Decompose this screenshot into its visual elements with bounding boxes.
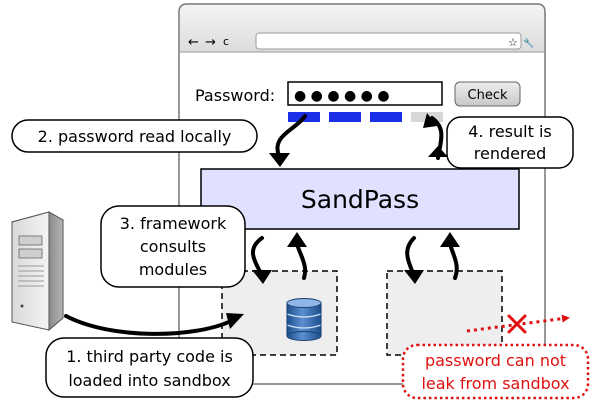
reload-icon[interactable]: c <box>223 35 229 48</box>
check-button-label: Check <box>468 88 508 103</box>
password-mask: ● ● ● ● ● ● <box>294 88 390 104</box>
sandbox-right <box>386 270 503 356</box>
leak-blocked-cross-icon <box>507 314 527 334</box>
blocked-leak-arrow <box>466 314 570 334</box>
password-label: Password: <box>195 86 275 105</box>
arrow-server-to-sandbox <box>64 314 233 336</box>
callout-result-rendered-line2: rendered <box>474 144 546 163</box>
address-bar[interactable] <box>255 32 522 50</box>
strength-segment-filled <box>329 112 361 122</box>
callout-result-rendered-line1: 4. result is <box>468 122 551 141</box>
callout-result-rendered: 4. result is rendered <box>446 116 574 169</box>
sandpass-framework-box <box>200 168 520 230</box>
wrench-icon[interactable]: 🔧 <box>523 37 534 49</box>
callout-password-read: 2. password read locally <box>11 119 258 153</box>
callout-framework-consults: 3. framework consults modules <box>100 205 246 288</box>
password-input[interactable] <box>287 81 443 106</box>
callout-third-party-line1: 1. third party code is <box>66 347 233 366</box>
callout-framework-consults-line1: 3. framework <box>120 214 227 233</box>
callout-third-party: 1. third party code is loaded into sandb… <box>45 337 254 398</box>
callout-third-party-line2: loaded into sandbox <box>68 371 230 390</box>
sandpass-title: SandPass <box>301 185 419 214</box>
arrow-password-to-framework <box>275 114 307 158</box>
flow-arrowheads <box>226 113 460 329</box>
bookmark-star-icon[interactable]: ☆ <box>508 36 518 49</box>
nav-forward-icon[interactable]: → <box>205 35 216 50</box>
server-icon <box>10 211 65 332</box>
callout-cannot-leak-line1: password can not <box>425 351 566 370</box>
callout-cannot-leak-line2: leak from sandbox <box>421 374 569 393</box>
strength-segment-filled <box>370 112 402 122</box>
callout-framework-consults-line3: modules <box>139 260 207 279</box>
callout-framework-consults-line2: consults <box>140 237 206 256</box>
callout-password-read-text: 2. password read locally <box>38 127 232 146</box>
callout-cannot-leak: password can not leak from sandbox <box>401 343 590 400</box>
nav-back-icon[interactable]: ← <box>188 35 199 50</box>
database-icon <box>286 298 322 341</box>
check-button[interactable] <box>454 81 521 107</box>
